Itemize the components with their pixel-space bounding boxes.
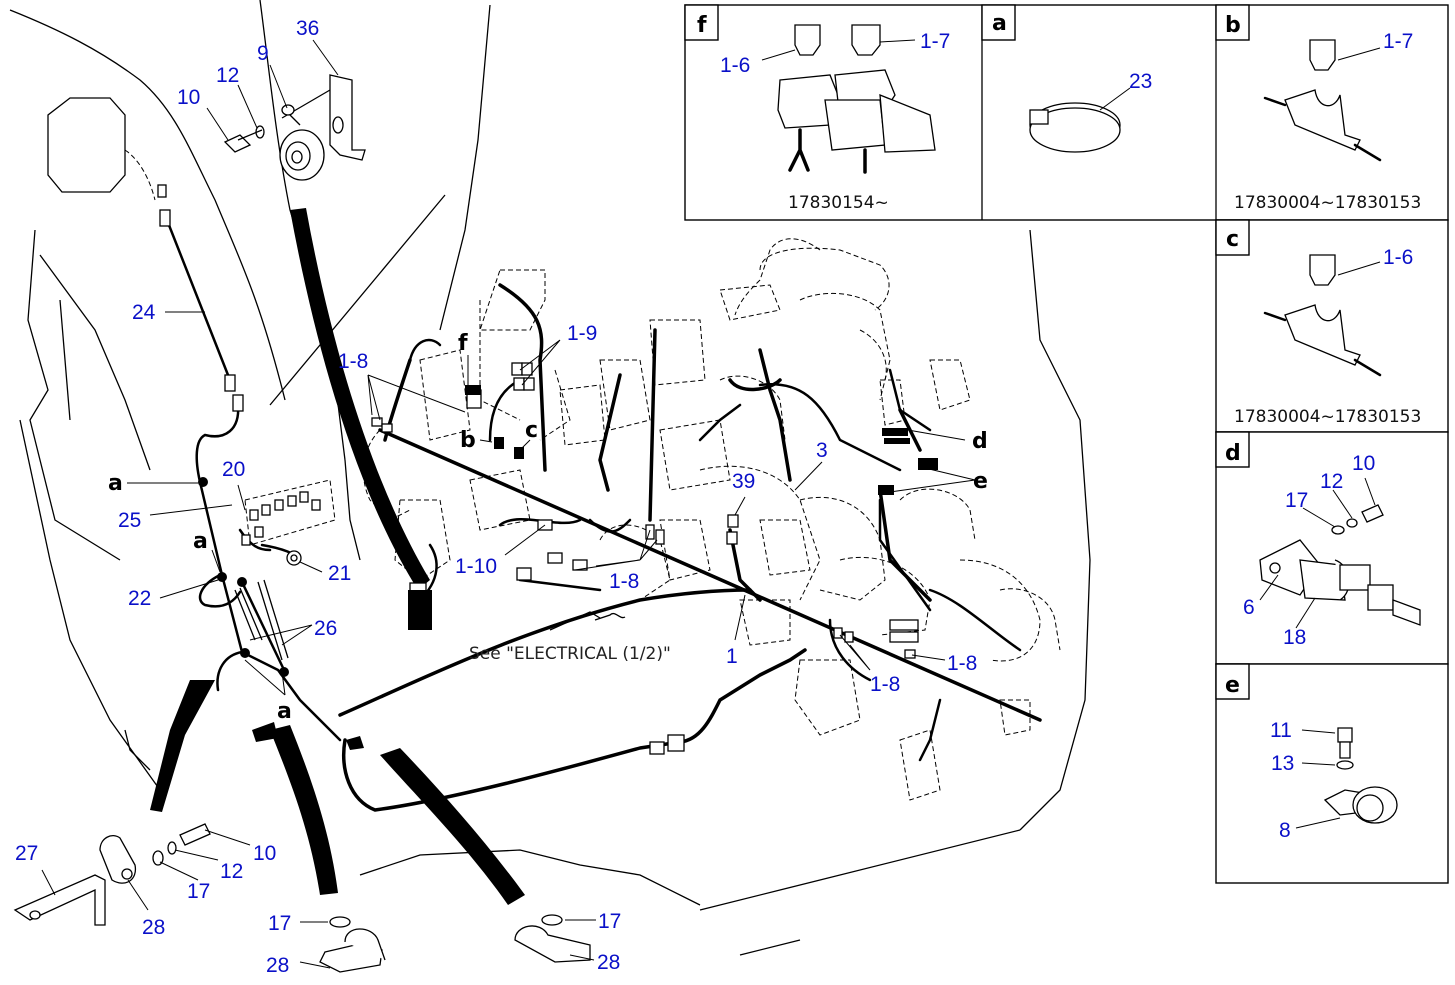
- connectors: [159, 209, 938, 755]
- detail-c-1-6: 1-6: [1383, 246, 1413, 269]
- detail-d-17: 17: [1285, 489, 1308, 512]
- callout-3: 3: [816, 439, 828, 462]
- callout-1-8-low: 1-8: [870, 673, 900, 696]
- callout-36: 36: [296, 17, 319, 40]
- detail-a-drawing: [1029, 102, 1121, 153]
- callout-1-9: 1-9: [567, 322, 597, 345]
- detail-b-1-7: 1-7: [1383, 30, 1413, 53]
- callout-12-bottom: 12: [220, 860, 243, 883]
- callout-labels: 36 9 12 10 24 1-8 f 1-9 b c a 25 20 a 21…: [15, 17, 988, 977]
- callout-f: f: [458, 331, 468, 356]
- detail-d: d 10 12 17 6 18: [1225, 441, 1375, 649]
- monitor-outline: [47, 97, 156, 201]
- callout-24: 24: [132, 301, 156, 324]
- detail-c: c 1-6 17830004~17830153: [1226, 227, 1421, 427]
- detail-b: b 1-7 17830004~17830153: [1225, 13, 1421, 213]
- detail-c-serial: 17830004~17830153: [1234, 407, 1421, 427]
- callout-c: c: [525, 418, 538, 443]
- detail-b-serial: 17830004~17830153: [1234, 193, 1421, 213]
- callout-12: 12: [216, 64, 239, 87]
- callout-39: 39: [732, 470, 755, 493]
- detail-e-13: 13: [1271, 752, 1294, 775]
- callout-e: e: [973, 469, 988, 494]
- detail-f-letter: f: [697, 13, 707, 38]
- callout-a-mid: a: [193, 529, 208, 554]
- detail-a-letter: a: [992, 11, 1007, 36]
- callout-20: 20: [222, 458, 245, 481]
- detail-e-letter: e: [1225, 673, 1240, 698]
- detail-e-11: 11: [1270, 719, 1292, 742]
- antenna: [157, 184, 167, 198]
- callout-b: b: [460, 428, 476, 453]
- callout-9: 9: [257, 42, 269, 65]
- detail-d-letter: d: [1225, 441, 1241, 466]
- engine-outline: [362, 238, 1061, 801]
- see-electrical-note: See "ELECTRICAL (1/2)": [469, 644, 671, 664]
- detail-f-1-6: 1-6: [720, 54, 750, 77]
- callout-1-10: 1-10: [455, 555, 497, 578]
- callout-28-left: 28: [142, 916, 165, 939]
- harness: [338, 283, 1042, 812]
- callout-27: 27: [15, 842, 38, 865]
- detail-c-drawing: [1263, 254, 1382, 377]
- callout-28-right: 28: [597, 951, 620, 974]
- callout-1-8-right: 1-8: [947, 652, 977, 675]
- callout-17-right: 17: [598, 910, 621, 933]
- callout-d: d: [972, 429, 988, 454]
- detail-f: f 1-6 1-7 17830154~: [697, 13, 950, 213]
- callout-25: 25: [118, 509, 141, 532]
- detail-b-letter: b: [1225, 13, 1241, 38]
- callout-a-top: a: [108, 471, 123, 496]
- callout-21: 21: [328, 562, 351, 585]
- cab-harness: [163, 213, 342, 742]
- callout-28-mid: 28: [266, 954, 289, 977]
- detail-d-12: 12: [1320, 470, 1343, 493]
- callout-a-bottom: a: [277, 699, 292, 724]
- detail-c-letter: c: [1226, 227, 1239, 252]
- detail-a-23: 23: [1129, 70, 1152, 93]
- detail-d-18: 18: [1283, 626, 1306, 649]
- detail-d-6: 6: [1243, 596, 1255, 619]
- callout-10-bottom: 10: [253, 842, 276, 865]
- callout-26: 26: [314, 617, 337, 640]
- callout-10: 10: [177, 86, 200, 109]
- callout-22: 22: [128, 587, 151, 610]
- bands: [150, 208, 525, 905]
- callout-1-8-mid: 1-8: [609, 570, 639, 593]
- detail-f-1-7: 1-7: [920, 30, 950, 53]
- bottom-brackets: [13, 823, 591, 973]
- relay-cluster: [241, 479, 336, 546]
- callout-17-mid: 17: [268, 912, 291, 935]
- callout-1: 1: [726, 645, 738, 668]
- detail-e-8: 8: [1279, 819, 1291, 842]
- detail-e: e 11 13 8: [1225, 673, 1294, 842]
- detail-b-drawing: [1263, 39, 1382, 162]
- callout-1-8: 1-8: [338, 350, 368, 373]
- detail-a: a 23: [992, 11, 1152, 93]
- detail-f-serial: 17830154~: [788, 193, 889, 213]
- detail-d-drawing: [1259, 504, 1421, 626]
- detail-d-10: 10: [1352, 452, 1375, 475]
- leader-lines: [41, 39, 1381, 969]
- cab-outline: [9, 0, 1091, 956]
- horn-assembly: [223, 74, 366, 181]
- detail-f-drawing: [777, 24, 936, 174]
- detail-e-drawing: [1323, 727, 1398, 824]
- callout-17-left: 17: [187, 880, 210, 903]
